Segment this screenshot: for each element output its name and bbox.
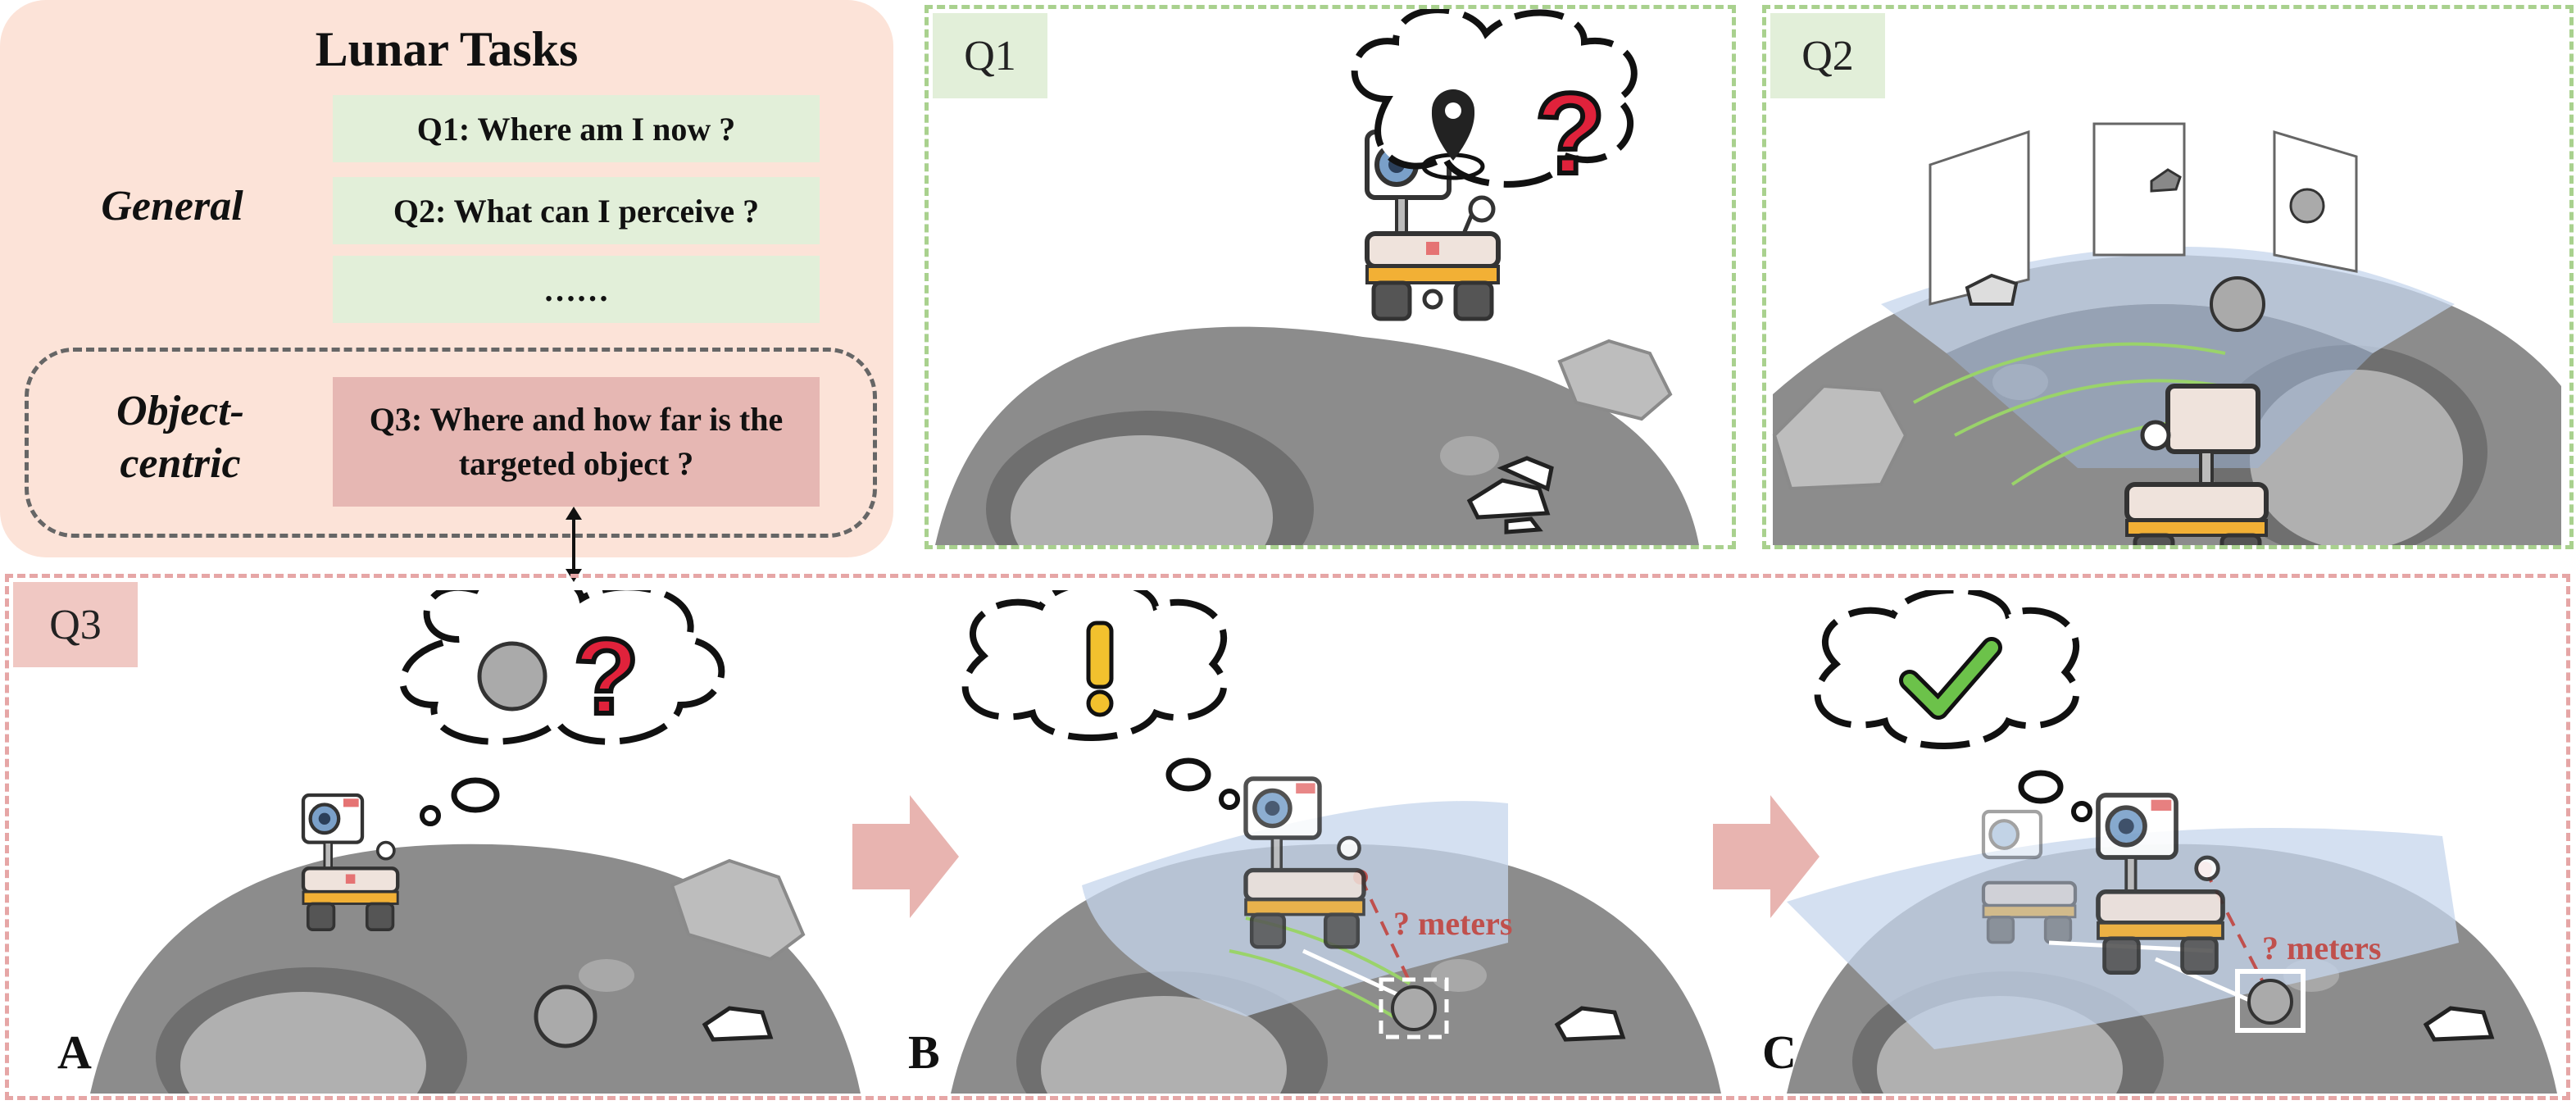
small-crater [579, 959, 634, 992]
question-q2: Q2: What can I perceive ? [333, 177, 820, 244]
meteorite-icon [534, 984, 597, 1048]
boulder [1772, 384, 1908, 491]
q2-tag: Q2 [1770, 13, 1885, 98]
rocks-icon [1965, 273, 2019, 306]
crater [180, 992, 426, 1094]
crater [1011, 435, 1273, 545]
rocks-icon [1554, 1006, 1626, 1042]
q3-step-a-scene: ? [90, 590, 861, 1094]
q3-step-c-scene: ? meters [1787, 590, 2557, 1094]
thought-bubble [1814, 590, 2092, 822]
object-centric-label: Object- centric [116, 388, 244, 487]
target-box [1379, 977, 1449, 1039]
q3-panel [5, 574, 2570, 1100]
question-mark-icon: ? [574, 616, 638, 736]
object-centric-frame [25, 348, 877, 538]
question-ellipsis: …… [333, 256, 820, 323]
crater [1041, 996, 1287, 1094]
link-arrow [566, 507, 582, 582]
step-arrow [1713, 795, 1820, 918]
boulder [1557, 339, 1673, 421]
general-label: General [101, 183, 243, 230]
rocks-icon [1466, 456, 1554, 534]
q2-scene [1772, 122, 2561, 545]
bearing-line [1302, 948, 1411, 1003]
rocks-icon [2423, 1006, 2495, 1042]
q1-tag: Q1 [933, 13, 1047, 98]
distance-label: ? meters [2262, 930, 2381, 966]
small-crater [1431, 959, 1487, 992]
location-pin-icon [1421, 89, 1485, 180]
q1-scene: ? [935, 9, 1699, 545]
q1-panel [925, 5, 1736, 549]
meteorite-icon [1391, 985, 1437, 1031]
rover-icon [2096, 793, 2225, 975]
signal-arc [1913, 342, 2226, 404]
meteorite-icon [477, 641, 547, 712]
rocks-icon [2150, 168, 2182, 193]
signal-arc [1229, 949, 1395, 1018]
q3-step-b-scene: ? meters [951, 590, 1721, 1094]
meteorite-icon [2210, 276, 2265, 332]
step-c-label: C [1762, 1025, 1797, 1079]
step-a-label: A [57, 1025, 92, 1079]
rover-icon [2124, 384, 2269, 545]
lunar-tasks-title: Lunar Tasks [315, 22, 579, 76]
rover-icon [1243, 776, 1366, 949]
q3-tag: Q3 [13, 582, 138, 667]
question-mark-icon: ? [1535, 69, 1606, 198]
checkmark-icon [1903, 641, 1998, 716]
question-q1: Q1: Where am I now ? [333, 95, 820, 162]
target-box [2235, 969, 2306, 1033]
thought-bubble [1351, 9, 1638, 188]
rover-icon [301, 793, 400, 931]
view-plane-center [2092, 122, 2186, 257]
view-plane-left [1929, 130, 2030, 306]
step-arrow [852, 795, 959, 918]
exclamation-icon [1086, 621, 1114, 717]
distance-label: ? meters [1393, 905, 1512, 942]
perception-field [1947, 304, 2373, 468]
q2-panel [1762, 5, 2574, 549]
step-b-label: B [908, 1025, 940, 1079]
thought-bubble [399, 590, 725, 826]
question-q3: Q3: Where and how far is the targeted ob… [333, 377, 820, 507]
meteorite-icon [2247, 979, 2293, 1025]
boulder [670, 858, 806, 962]
rocks-icon [702, 1006, 774, 1042]
small-crater [1440, 436, 1499, 475]
meteorite-icon [2289, 188, 2325, 224]
